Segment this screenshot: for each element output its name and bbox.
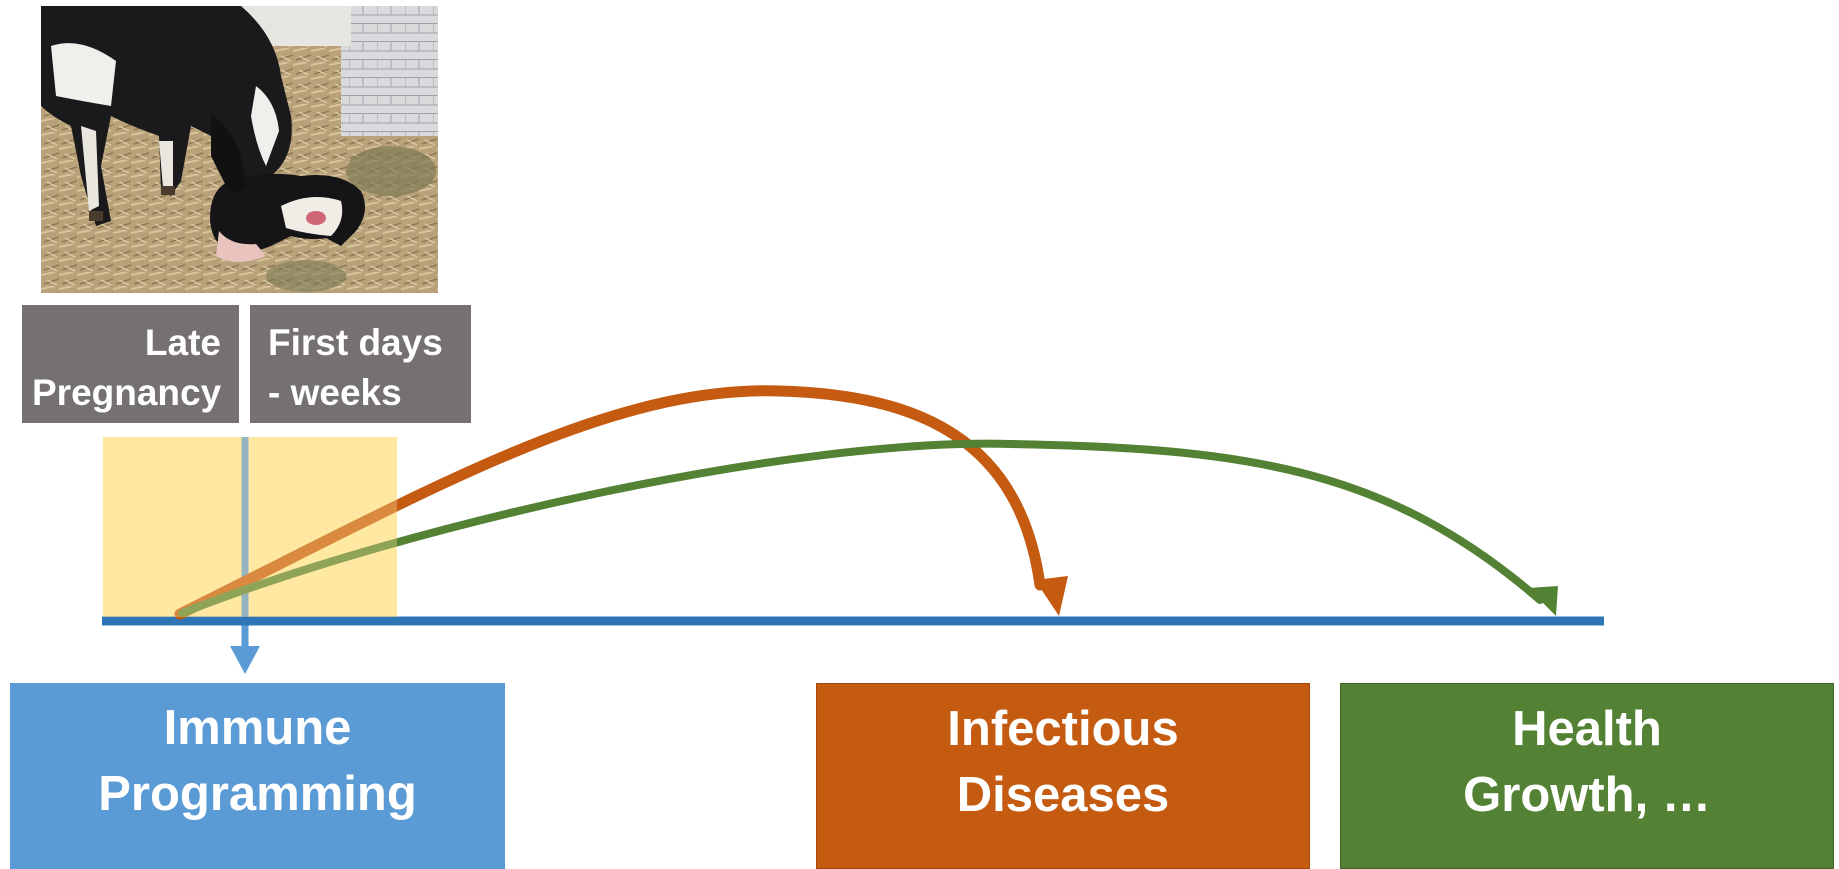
- immune-programming-box: Immune Programming: [10, 683, 505, 869]
- immune-line1: Immune: [10, 695, 505, 761]
- orange-arrowhead-icon: [1035, 576, 1068, 616]
- immune-line2: Programming: [10, 761, 505, 827]
- health-growth-box: Health Growth, …: [1340, 683, 1834, 869]
- window-overlay: [103, 437, 397, 617]
- infectious-diseases-box: Infectious Diseases: [816, 683, 1310, 869]
- green-arrowhead-icon: [1528, 586, 1558, 616]
- infectious-line2: Diseases: [817, 762, 1309, 828]
- health-line2: Growth, …: [1341, 762, 1833, 828]
- health-line1: Health: [1341, 696, 1833, 762]
- infectious-line1: Infectious: [817, 696, 1309, 762]
- down-arrow-icon: [230, 646, 260, 674]
